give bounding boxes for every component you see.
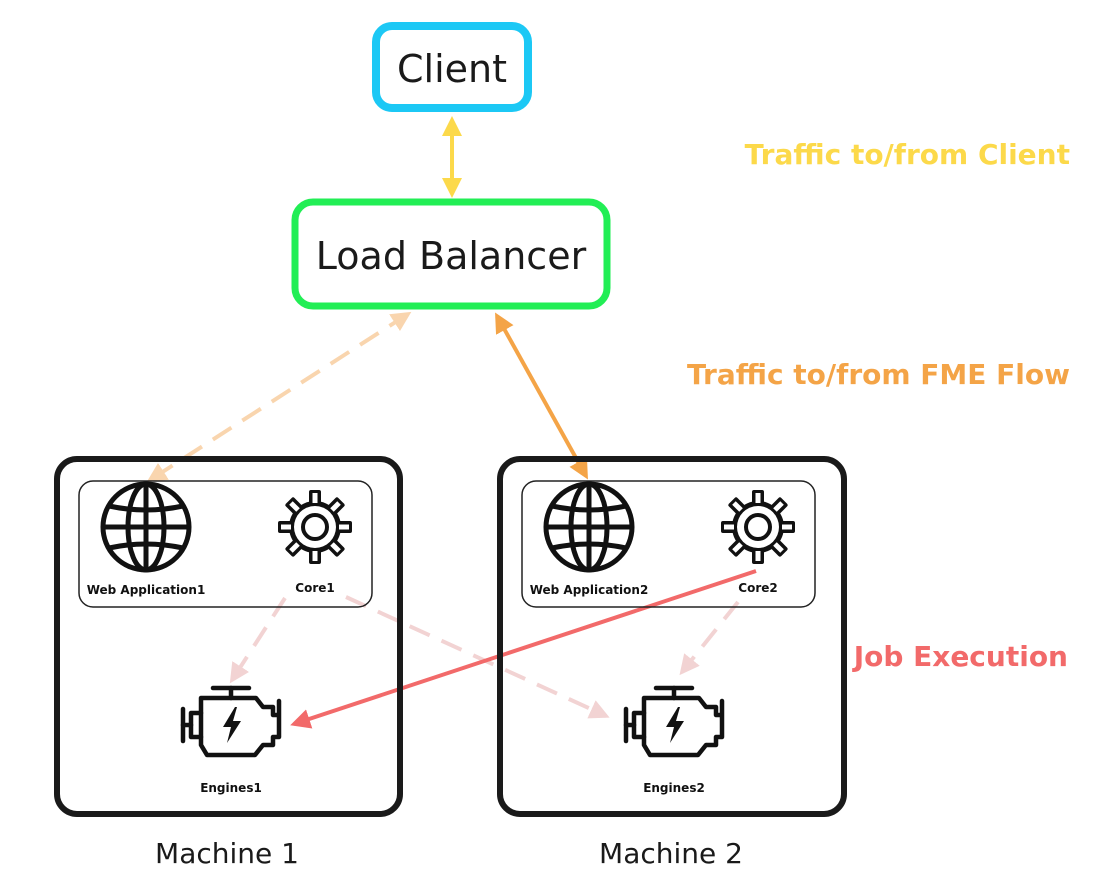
core1-engines1-arrow-faded — [229, 596, 287, 684]
gear-icon — [276, 488, 354, 566]
core1-engines2-arrow-faded — [345, 595, 610, 719]
machine-1[interactable]: Web Application1 Core1 Engines1 — [54, 456, 403, 817]
client-node[interactable]: Client — [372, 22, 532, 112]
globe-icon — [103, 484, 189, 570]
engine-icon — [626, 688, 722, 755]
core2-engines1-arrow — [290, 569, 757, 729]
core2-engines2-arrow-faded — [679, 600, 740, 676]
connection-layer — [146, 116, 757, 729]
lb-webapp2-arrow — [495, 312, 588, 480]
engines-1-label: Engines1 — [200, 781, 262, 795]
core-2-label: Core2 — [738, 581, 777, 595]
gear-icon — [719, 488, 797, 566]
legend-client-traffic: Traffic to/from Client — [745, 138, 1070, 171]
legend-flow-traffic: Traffic to/from FME Flow — [687, 358, 1070, 391]
engines-2-label: Engines2 — [643, 781, 705, 795]
engine-icon — [183, 688, 279, 755]
machine-2[interactable]: Web Application2 Core2 Engines2 — [497, 456, 847, 817]
web-application-2-label: Web Application2 — [530, 583, 649, 597]
legend-job-execution: Job Execution — [852, 640, 1068, 673]
web-application-1-label: Web Application1 — [87, 583, 206, 597]
machine-1-services-panel — [78, 480, 373, 608]
lb-webapp1-arrow-faded — [146, 311, 412, 483]
machine-2-label: Machine 2 — [599, 837, 743, 870]
client-label: Client — [397, 47, 507, 91]
core-1-label: Core1 — [295, 581, 334, 595]
load-balancer-label: Load Balancer — [316, 234, 587, 278]
load-balancer-node[interactable]: Load Balancer — [291, 198, 611, 310]
globe-icon — [546, 484, 632, 570]
machine-1-label: Machine 1 — [155, 837, 299, 870]
machine-2-services-panel — [521, 480, 816, 608]
